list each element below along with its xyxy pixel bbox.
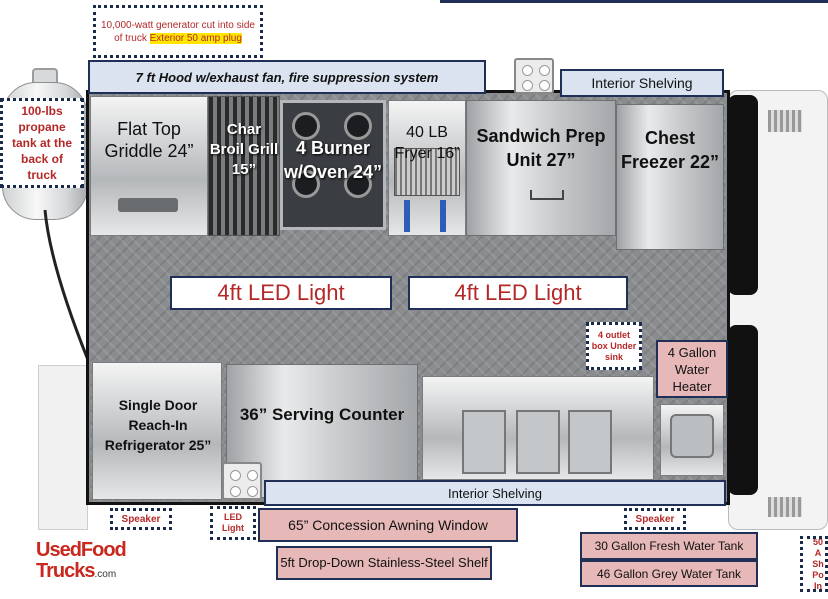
right-edge-note-text: 50 A Sh Po In [812, 536, 824, 591]
griddle-handle [118, 198, 178, 212]
charbroil-grill [208, 96, 280, 236]
sandwich-prep-unit [466, 100, 616, 236]
burner-label: 4 Burner w/Oven 24” [280, 118, 386, 202]
sandwich-handle [530, 190, 564, 200]
logo-line-1: UsedFood [36, 539, 127, 561]
led-light-1: 4ft LED Light [170, 276, 392, 310]
speaker-left-note: Speaker [110, 508, 172, 530]
chest-freezer [616, 104, 724, 250]
led-light-small-note: LED Light [210, 506, 256, 540]
drop-down-shelf-label: 5ft Drop-Down Stainless-Steel Shelf [276, 546, 492, 580]
fryer-handle-left [404, 200, 410, 232]
generator-plug-highlight: Exterior 50 amp plug [149, 32, 242, 44]
fryer-basket [394, 148, 460, 196]
water-heater: 4 Gallon Water Heater [656, 340, 728, 398]
truck-rear-body [38, 365, 88, 530]
fryer-label-text: 40 LB Fryer 16” [394, 124, 460, 162]
drop-down-shelf-text: 5ft Drop-Down Stainless-Steel Shelf [280, 555, 488, 570]
cab-window-top [768, 110, 802, 132]
flat-top-griddle [90, 96, 208, 236]
sandwich-label-text: Sandwich Prep Unit 27” [476, 126, 606, 170]
generator-note-text: 10,000-watt generator cut into side of t… [101, 19, 255, 44]
cab-wheel-well-bottom [728, 325, 758, 495]
burner-4-icon [344, 170, 372, 198]
grey-water-tank-label: 46 Gallon Grey Water Tank [580, 560, 758, 587]
awning-window-text: 65” Concession Awning Window [288, 517, 488, 533]
fresh-water-tank-text: 30 Gallon Fresh Water Tank [594, 539, 744, 553]
burner-3-icon [292, 170, 320, 198]
griddle-label: Flat Top Griddle 24” [92, 100, 206, 180]
interior-shelving-top-text: Interior Shelving [591, 75, 693, 91]
interior-shelving-bottom-label: Interior Shelving [264, 480, 726, 506]
led-light-1-text: 4ft LED Light [217, 280, 345, 305]
fridge-label-text: Single Door Reach-In Refrigerator 25” [104, 397, 212, 453]
reach-in-refrigerator [92, 362, 222, 500]
sink-basin-2 [516, 410, 560, 474]
logo-line-2: Trucks [36, 560, 95, 582]
led-light-2-text: 4ft LED Light [454, 280, 582, 305]
sandwich-label: Sandwich Prep Unit 27” [466, 108, 616, 188]
top-edge-line [440, 0, 828, 3]
site-logo: UsedFood Trucks.com [36, 540, 156, 584]
outlet-box-note: 4 outlet box Under sink [586, 322, 642, 370]
interior-shelving-top-label: Interior Shelving [560, 69, 724, 97]
fridge-label: Single Door Reach-In Refrigerator 25” [96, 380, 220, 470]
right-edge-note: 50 A Sh Po In [800, 536, 828, 592]
griddle-label-text: Flat Top Griddle 24” [104, 119, 194, 161]
grey-water-tank-text: 46 Gallon Grey Water Tank [596, 566, 742, 581]
speaker-left-text: Speaker [121, 513, 161, 525]
burner-1-icon [292, 112, 320, 140]
led-light-small-text: LED Light [222, 512, 244, 533]
burner-label-text: 4 Burner w/Oven 24” [283, 138, 383, 182]
outlet-box-note-text: 4 outlet box Under sink [591, 329, 637, 362]
generator-note: 10,000-watt generator cut into side of t… [93, 5, 263, 58]
sink-basin-1 [462, 410, 506, 474]
cab-wheel-well-top [728, 95, 758, 295]
led-light-2: 4ft LED Light [408, 276, 628, 310]
water-heater-text: 4 Gallon Water Heater [667, 344, 717, 394]
speaker-right-text: Speaker [635, 513, 675, 525]
freezer-label-text: Chest Freezer 22” [620, 128, 720, 172]
hand-sink-basin [670, 414, 714, 458]
speaker-right-note: Speaker [624, 508, 686, 530]
charbroil-label: Char Broil Grill 15” [208, 105, 280, 195]
interior-shelving-bottom-text: Interior Shelving [448, 485, 542, 501]
fresh-water-tank-label: 30 Gallon Fresh Water Tank [580, 532, 758, 560]
hood-label-text: 7 ft Hood w/exhaust fan, fire suppressio… [135, 69, 439, 85]
propane-note-text: 100-lbs propane tank at the back of truc… [11, 104, 72, 182]
sink-basin-3 [568, 410, 612, 474]
propane-hose [43, 209, 90, 361]
fryer-handle-right [440, 200, 446, 232]
serving-counter-label: 36” Serving Counter [226, 392, 418, 438]
hood-label: 7 ft Hood w/exhaust fan, fire suppressio… [88, 60, 486, 94]
outlet-bottom-icon [222, 462, 262, 500]
logo-suffix: .com [94, 569, 117, 580]
awning-window-label: 65” Concession Awning Window [258, 508, 518, 542]
freezer-label: Chest Freezer 22” [616, 110, 724, 190]
charbroil-label-text: Char Broil Grill 15” [209, 121, 279, 178]
cab-window-bottom [768, 497, 802, 517]
burner-2-icon [344, 112, 372, 140]
serving-counter-label-text: 36” Serving Counter [239, 405, 405, 424]
outlet-top-icon [514, 58, 554, 94]
propane-note: 100-lbs propane tank at the back of truc… [0, 98, 84, 188]
fryer-label: 40 LB Fryer 16” [388, 108, 466, 178]
